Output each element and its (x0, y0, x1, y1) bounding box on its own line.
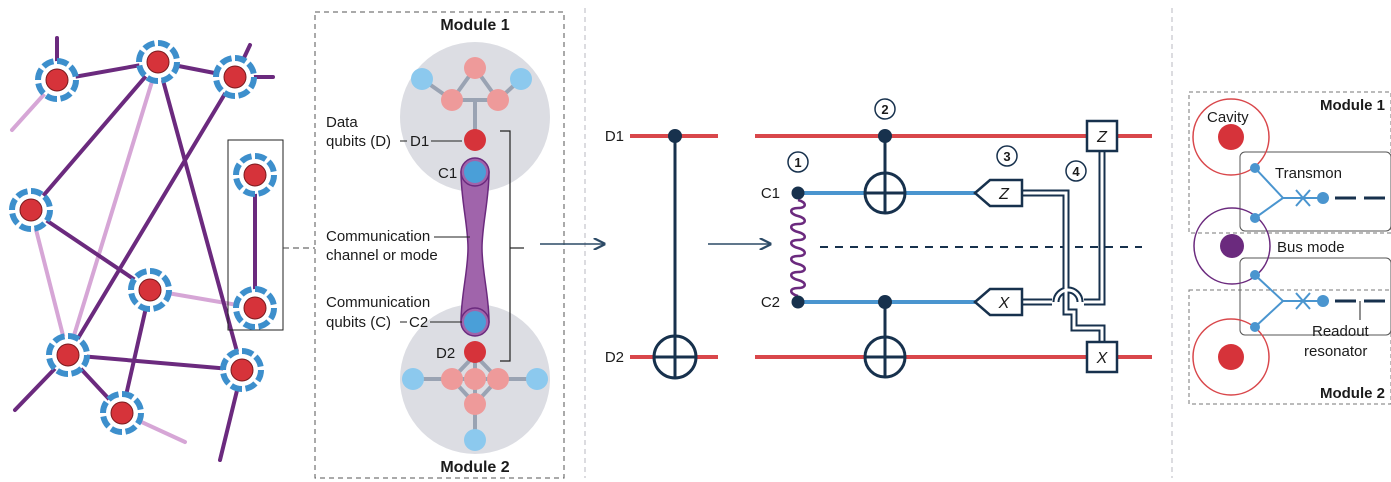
correction-x-gate (1085, 340, 1119, 374)
module-2-frame (1188, 289, 1391, 405)
step-2-marker (874, 98, 896, 120)
entanglement-wave (790, 198, 806, 298)
transmon-2-box (1239, 257, 1391, 336)
readout-label-line1: Readout (1312, 323, 1370, 340)
comm-qubit-c2 (464, 311, 486, 333)
bus-mode-label: Bus mode (1277, 239, 1345, 256)
readout-label-line2: resonator (1304, 343, 1367, 360)
cavity-1-mode (1218, 124, 1244, 150)
hardware-panel: Cavity Module 1 Transmon Bus mode Readou… (1188, 91, 1391, 405)
d2-label: D2 (436, 345, 455, 362)
module-2-qubit (402, 368, 424, 390)
channel-label-line1: Communication (326, 228, 430, 245)
network-node (213, 55, 257, 99)
classical-wire-inner (1022, 150, 1104, 342)
module-1-qubit (441, 89, 463, 111)
network-strong-links (13, 36, 275, 462)
module-1-qubit (411, 68, 433, 90)
module-panel-frame (314, 11, 565, 479)
selected-module-pair-box (227, 139, 284, 331)
communication-channel (460, 162, 490, 333)
d1-label: D1 (410, 133, 429, 150)
step-1-label: 1 (794, 155, 801, 170)
cavity-label: Cavity (1207, 109, 1249, 126)
network-node (220, 348, 264, 392)
module-1-qubit (510, 68, 532, 90)
correction-z-label: Z (1096, 129, 1108, 146)
remote-cnot-panel: D1 D2 (605, 128, 718, 380)
d2-wire-label: D2 (605, 349, 624, 366)
channel-label-line2: channel or mode (326, 247, 438, 264)
module-2-qubit (487, 368, 509, 390)
network-node (233, 153, 277, 197)
step-4-marker (1065, 160, 1087, 182)
hw-module-1-label: Module 1 (1320, 97, 1385, 114)
bus-mode (1220, 234, 1244, 258)
c2-node (791, 295, 805, 309)
network-weak-links (10, 60, 257, 444)
step-3-marker (996, 145, 1018, 167)
transmon-1 (1254, 167, 1322, 219)
module-1-frame (1188, 91, 1391, 234)
d1-wire-label: D1 (605, 128, 624, 145)
transmon-1-box (1239, 151, 1391, 232)
transmon-label: Transmon (1275, 165, 1342, 182)
measure-z-label: Z (998, 186, 1010, 203)
cavity-2-mode (1218, 344, 1244, 370)
step-3-label: 3 (1003, 149, 1010, 164)
cnot-control (668, 129, 682, 143)
step-2-label: 2 (881, 102, 888, 117)
network-node (136, 40, 180, 84)
hw-module-2-label: Module 2 (1320, 385, 1385, 402)
data-qubit-bracket (500, 130, 511, 362)
correction-x-label: X (1096, 350, 1109, 367)
module-1-qubit (464, 57, 486, 79)
comm-qubits-label-line2: qubits (C) (326, 314, 391, 331)
bus-mode-resonator (1193, 207, 1271, 285)
network-node (100, 391, 144, 435)
module-2-qubit (464, 368, 486, 390)
measure-x (973, 287, 1024, 317)
correction-z-gate (1085, 119, 1119, 153)
measure-z (973, 178, 1024, 208)
transmon-2 (1254, 274, 1322, 328)
network-panel (9, 36, 315, 462)
network-node (128, 268, 172, 312)
comm-qubit-c1 (464, 161, 486, 183)
comm-qubits-label-line1: Communication (326, 294, 430, 311)
step-4-label: 4 (1072, 164, 1080, 179)
cavity-1 (1192, 98, 1270, 176)
module-1-qubit (487, 89, 509, 111)
teleportation-circuit-panel: C1 C2 1 2 3 4 (755, 98, 1152, 379)
network-node (9, 188, 53, 232)
network-node (233, 286, 277, 330)
module-panel: Module 1 Module 2 (314, 11, 565, 479)
module-1-label: Module 1 (440, 17, 509, 34)
cavity-2 (1192, 318, 1270, 396)
c2-label: C2 (409, 314, 428, 331)
network-node (35, 58, 79, 102)
c2-wire-label: C2 (761, 294, 780, 311)
module-2-label: Module 2 (440, 459, 509, 476)
c1-wire-label: C1 (761, 185, 780, 202)
network-node (46, 333, 90, 377)
measure-x-label: X (998, 295, 1011, 312)
step-1-marker (787, 151, 809, 173)
c1-node (791, 186, 805, 200)
module-2-qubit (464, 393, 486, 415)
data-qubits-label-line1: Data (326, 114, 358, 131)
data-qubit-d2 (464, 341, 486, 363)
data-qubit-d1 (464, 129, 486, 151)
module-2-qubit (464, 429, 486, 451)
c1-label: C1 (438, 165, 457, 182)
data-qubits-label-line2: qubits (D) (326, 133, 391, 150)
module-2-qubit (526, 368, 548, 390)
module-2-qubit (441, 368, 463, 390)
